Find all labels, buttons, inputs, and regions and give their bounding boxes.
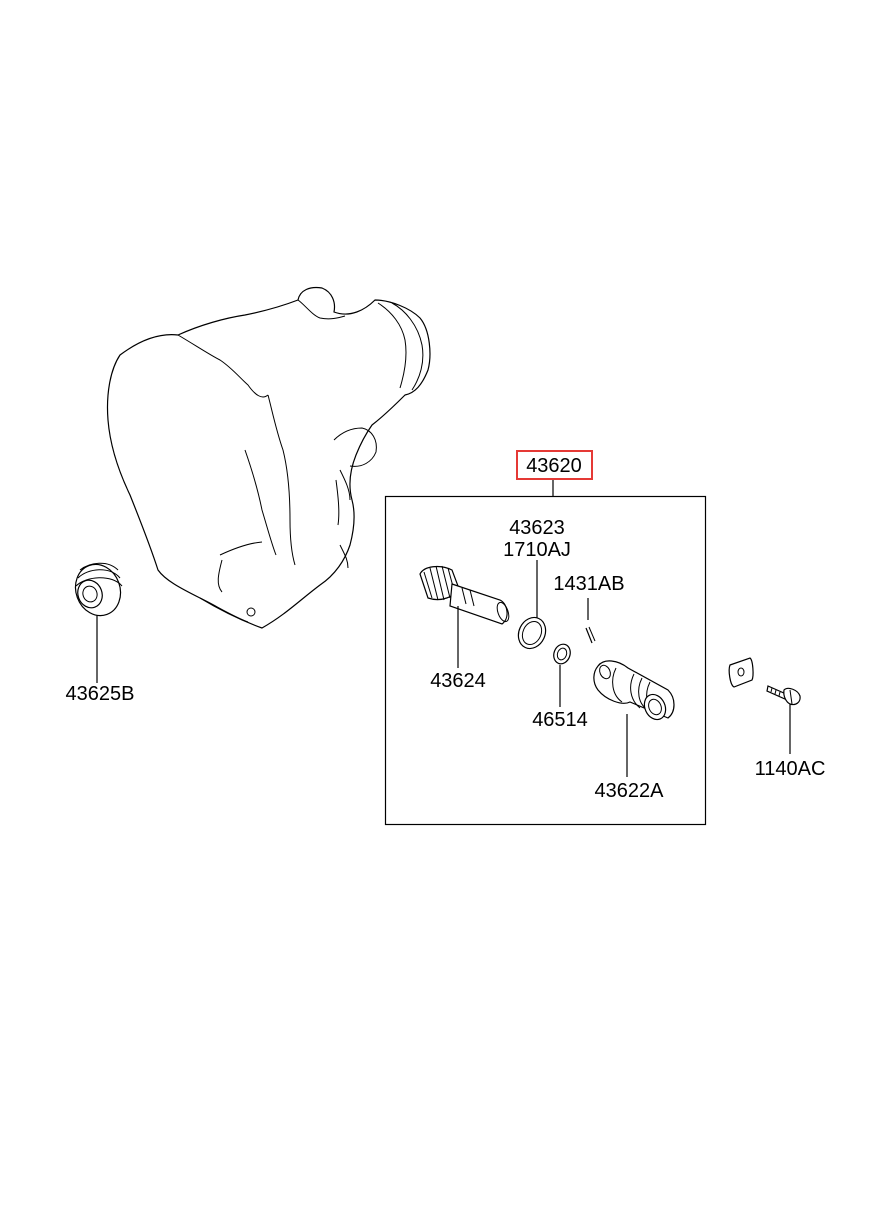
transmission-housing	[106, 286, 431, 629]
label-1431ab: 1431AB	[553, 573, 624, 595]
label-43623: 43623	[509, 517, 565, 539]
assembly-label: 43620	[526, 455, 582, 477]
assembly-frame	[384, 495, 707, 826]
gear-shaft-43624-drawing	[419, 565, 510, 625]
label-43622a: 43622A	[595, 780, 665, 802]
label-46514: 46514	[532, 709, 588, 731]
o-ring-43623-drawing	[517, 616, 547, 650]
plug-43625b-drawing	[74, 562, 123, 617]
pin-1431ab-drawing	[585, 626, 596, 644]
assembly-label-highlight	[516, 450, 593, 480]
clip-plate-drawing	[728, 657, 754, 688]
washer-46514-drawing	[553, 643, 571, 665]
label-1710aj: 1710AJ	[503, 539, 571, 561]
sleeve-43622a-drawing	[593, 660, 675, 721]
label-43624: 43624	[430, 670, 486, 692]
bolt-1140ac-drawing	[766, 685, 801, 706]
label-1140ac: 1140AC	[755, 758, 826, 780]
label-43625b: 43625B	[66, 683, 135, 705]
